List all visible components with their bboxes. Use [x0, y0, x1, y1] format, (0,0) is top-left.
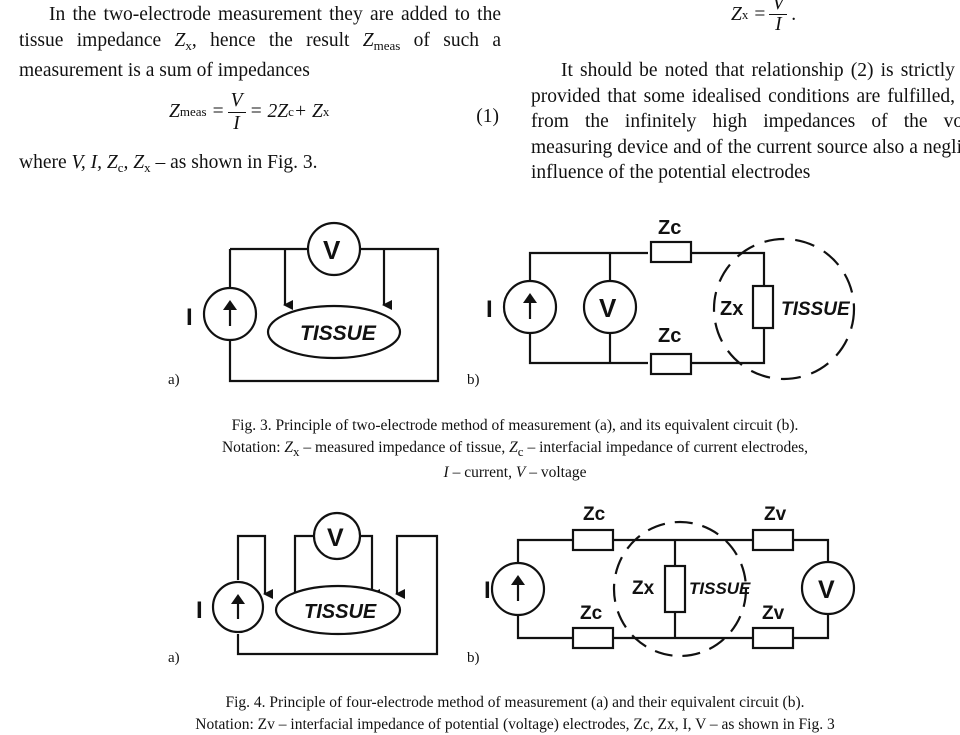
fig3-meter-label: V [323, 235, 341, 265]
fig3-label-a: a) [168, 372, 180, 388]
fig4-label-b: b) [467, 650, 480, 666]
fig4-meter-label: V [327, 524, 344, 552]
fig4-zc-bottom-label: Zc [580, 603, 603, 624]
figure-4-diagram: I V TISSUE a) I Zc Zc Zx TISSUE Zv Zv V … [168, 504, 856, 666]
fig3-zc-top-label: Zc [658, 217, 681, 239]
figure-3-caption: Fig. 3. Principle of two-electrode metho… [221, 417, 809, 481]
left-text-column: In the two-electrode measurement they ar… [19, 2, 501, 180]
figure-4: I V TISSUE a) I Zc Zc Zx TISSUE Zv Zv V … [0, 488, 960, 678]
fig3-zc-bottom-label: Zc [658, 325, 681, 347]
fig3b-source-label: I [486, 296, 493, 323]
fig4b-meter-label: V [818, 576, 835, 604]
fig3b-tissue-label: TISSUE [781, 299, 851, 320]
fig4-zx-label: Zx [632, 578, 655, 599]
figure-3-diagram: I V TISSUE a) I V Zc Zc Zx TISSUE b) [168, 217, 856, 388]
fig4b-tissue-label: TISSUE [689, 579, 751, 598]
paragraph-two-electrode: In the two-electrode measurement they ar… [19, 4, 501, 81]
fig4-source-label: I [196, 597, 203, 624]
paragraph-where: where V, I, Zc, Zx – as shown in Fig. 3. [19, 151, 318, 175]
fig4-zv-top-label: Zv [764, 504, 787, 525]
fig4-label-a: a) [168, 650, 180, 666]
fig4b-source-label: I [484, 577, 491, 604]
fig4-zc-top-label: Zc [583, 504, 606, 525]
fig3-label-b: b) [467, 372, 480, 388]
fig3-tissue-label: TISSUE [300, 322, 377, 345]
paragraph-relationship-note: It should be noted that relationship (2)… [531, 60, 960, 183]
fig3b-meter-label: V [599, 293, 617, 323]
equation-1-fraction: V I [227, 90, 246, 135]
fig3-source-label: I [186, 304, 193, 331]
fig4-zv-bottom-label: Zv [762, 603, 785, 624]
fig3-zx-label: Zx [720, 298, 743, 320]
fig4-tissue-label: TISSUE [304, 601, 377, 623]
figure-4-caption: Fig. 4. Principle of four-electrode meth… [195, 694, 835, 733]
figure-3: I V TISSUE a) I V Zc Zc Zx TISSUE b) [0, 200, 960, 400]
equation-1-number: (1) [476, 105, 499, 127]
